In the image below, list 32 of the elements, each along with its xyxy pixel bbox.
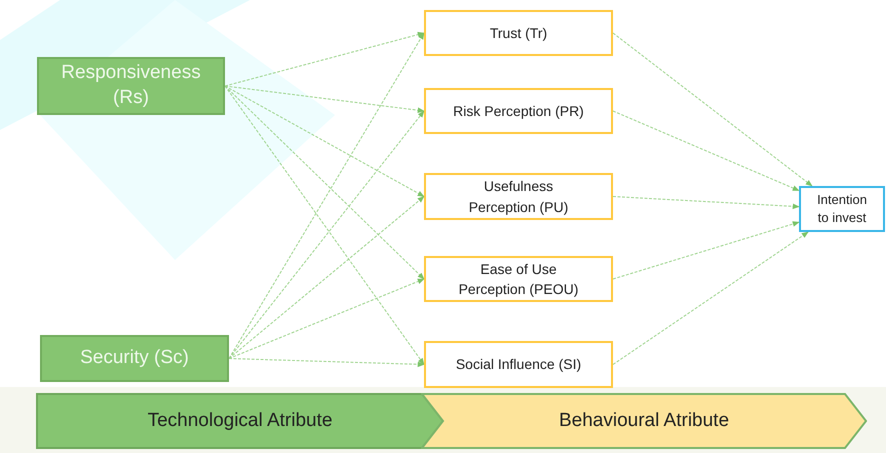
arrow [612,232,809,365]
arrow [228,278,425,359]
arrow [224,86,425,197]
arrow [612,110,800,192]
factor-box [424,173,613,220]
node-label: Behavioural Atribute [558,410,730,432]
arrow [612,196,800,210]
construct-box [40,335,229,382]
factor-box [424,256,613,302]
factor-box [424,88,613,134]
arrow [224,86,425,113]
factor-box [424,341,613,388]
arrow [228,358,425,368]
factor-box [424,10,613,56]
node-label: Risk Perception (PR) [452,102,585,121]
node-label: Responsiveness (Rs) [60,61,202,110]
chevron-arrow [421,393,867,449]
construct-box [37,57,225,115]
arrow [612,221,800,280]
node-label: Trust (Tr) [488,24,548,43]
arrow [224,32,425,86]
arrow [228,196,425,359]
node-label: Social Influence (SI) [454,355,582,374]
node-label: Technological Atribute [146,410,334,432]
arrow [228,32,424,359]
outcome-box [799,186,885,232]
node-label: Ease of Use Perception (PEOU) [458,260,580,299]
node-label: Security (Sc) [79,346,190,370]
arrow [612,32,813,186]
node-label: Intention to invest [816,191,868,227]
node-label: Usefulness Perception (PU) [468,177,570,217]
arrow [224,86,424,280]
